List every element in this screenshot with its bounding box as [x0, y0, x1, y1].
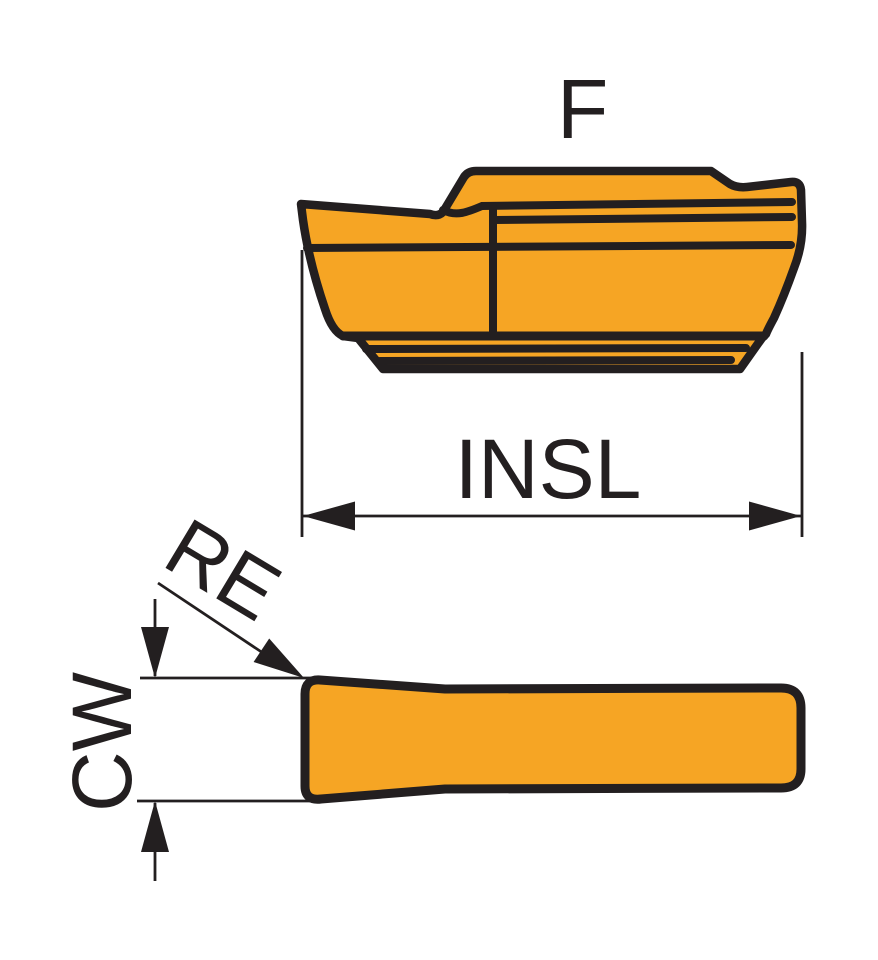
re-leader [157, 581, 304, 678]
re-arrowhead [253, 638, 304, 678]
insl-label: INSL [455, 422, 642, 516]
re-label: RE [150, 502, 295, 639]
side-view-mid-facet-line [303, 241, 795, 252]
top-view-insert-outline [300, 675, 806, 804]
side-view-rake-edge-line [439, 198, 796, 218]
insl-arrowhead-right [749, 501, 801, 531]
insl-dimension [300, 250, 804, 537]
side-view-rail-facet-line-2 [376, 356, 735, 365]
top-view [300, 675, 806, 804]
insl-arrowhead-left [303, 501, 355, 531]
side-view-rail-facet-line-1 [362, 344, 750, 353]
cw-dimension [137, 599, 312, 881]
cw-arrowhead-bottom [141, 801, 169, 852]
re-leader-line [157, 581, 267, 657]
side-view-upper-facet-line [490, 213, 796, 224]
cw-label: CW [55, 672, 149, 812]
figure-label-f: F [557, 62, 608, 156]
side-view [296, 166, 807, 374]
cw-arrowhead-top [141, 627, 169, 678]
